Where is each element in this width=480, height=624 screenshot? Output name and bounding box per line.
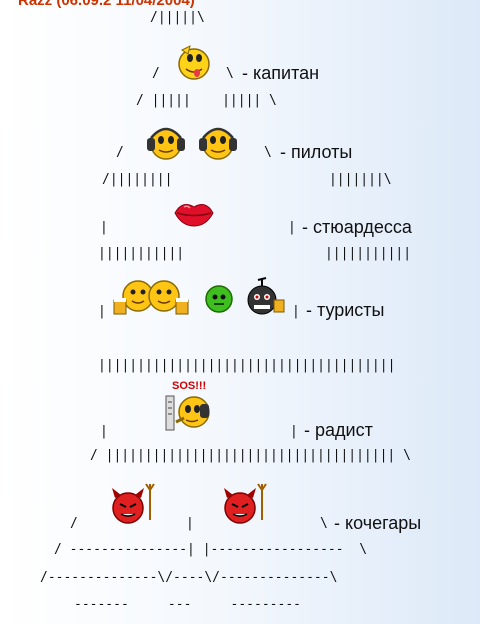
label-radio: - радист	[304, 420, 373, 440]
ascii-line: / ||||||||||||||||||||||||||||||||||||| …	[90, 448, 411, 463]
ascii-line: /	[116, 145, 124, 160]
ascii-line: /|||||||| |||||||\	[102, 172, 392, 187]
headphone-smiley-icon	[147, 127, 185, 160]
tongue-smiley-icon	[178, 45, 210, 80]
label-tourists: - туристы	[306, 300, 385, 320]
ascii-line: ||||||||||| |||||||||||	[98, 246, 412, 261]
sos-text: SOS!!!	[172, 380, 207, 392]
ascii-line: ------- --- ---------	[74, 597, 301, 612]
ascii-line: |	[100, 424, 108, 439]
bomb-smiley-icon	[247, 277, 285, 315]
ascii-line: |	[288, 220, 296, 235]
ascii-line: |	[186, 516, 194, 531]
kiss-lips-icon	[174, 204, 214, 227]
devil-icon	[112, 483, 155, 524]
ascii-line: \	[264, 145, 272, 160]
ascii-line: /	[152, 66, 160, 81]
ascii-line: /	[70, 516, 78, 531]
label-stokers: - кочегары	[334, 513, 422, 533]
label-captain: - капитан	[242, 63, 320, 83]
ascii-line: ||||||||||||||||||||||||||||||||||||||	[98, 358, 396, 373]
ascii-line: /|||||\	[150, 10, 205, 25]
ascii-line: |	[100, 220, 108, 235]
ascii-line: / ||||| ||||| \	[136, 93, 277, 108]
ascii-line: |	[292, 304, 300, 319]
ascii-line: /--------------\/----\/--------------\	[40, 570, 338, 585]
ascii-line: \	[226, 66, 234, 81]
devil-icon	[224, 483, 267, 524]
headphone-smiley-icon	[199, 127, 237, 160]
label-pilots: - пилоты	[280, 142, 353, 162]
label-stewardess: - стюардесса	[302, 217, 412, 237]
header-text: Razz (06.09.2 11/04/2004)	[18, 0, 195, 9]
radio-operator-icon	[165, 395, 210, 431]
beer-smileys-icon	[113, 280, 189, 315]
ascii-line: |	[290, 424, 298, 439]
green-smiley-icon	[205, 285, 233, 313]
ascii-line: / ---------------| |----------------- \	[54, 542, 368, 557]
ascii-line: |	[98, 304, 106, 319]
ascii-line: \	[320, 516, 328, 531]
